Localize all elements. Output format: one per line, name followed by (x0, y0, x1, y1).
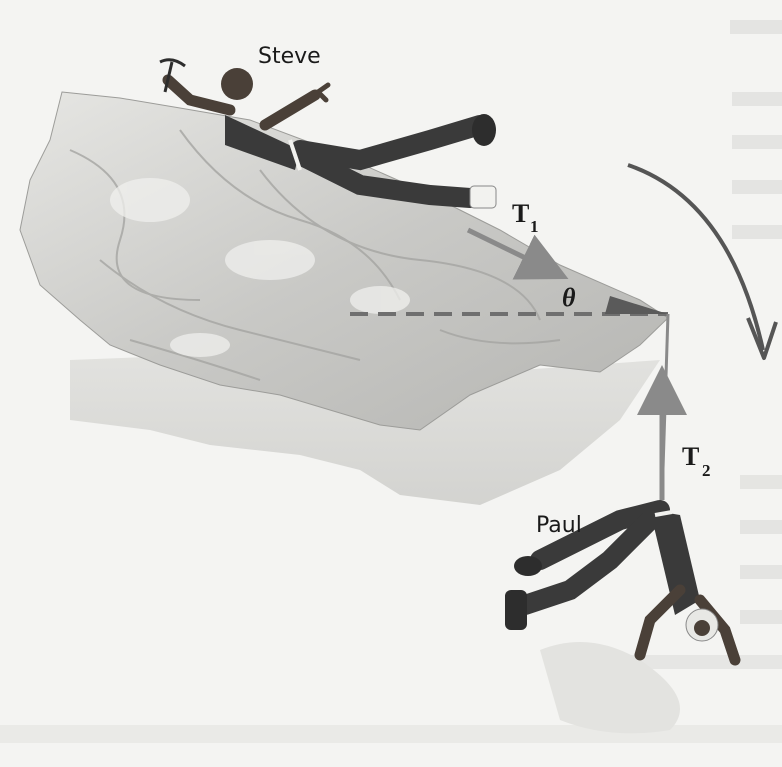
paul-climber (505, 500, 741, 734)
steve-climber (162, 68, 497, 209)
t2-subscript: 2 (702, 461, 711, 480)
t1-label: T (512, 199, 529, 228)
t2-label: T (682, 442, 699, 471)
ice-axe-icon (159, 58, 186, 93)
rotation-arrow-icon (627, 163, 778, 360)
ice-texture (69, 129, 561, 381)
background-text-lines (0, 20, 782, 743)
t1-vector-arrow (466, 227, 569, 280)
paul-label: Paul (536, 513, 582, 538)
ice-highlights (110, 178, 410, 357)
ice-shadow (70, 355, 660, 505)
steve-label: Steve (258, 44, 321, 69)
angle-wedge (605, 296, 668, 314)
t1-subscript: 1 (530, 217, 539, 236)
theta-label: θ (562, 283, 576, 312)
